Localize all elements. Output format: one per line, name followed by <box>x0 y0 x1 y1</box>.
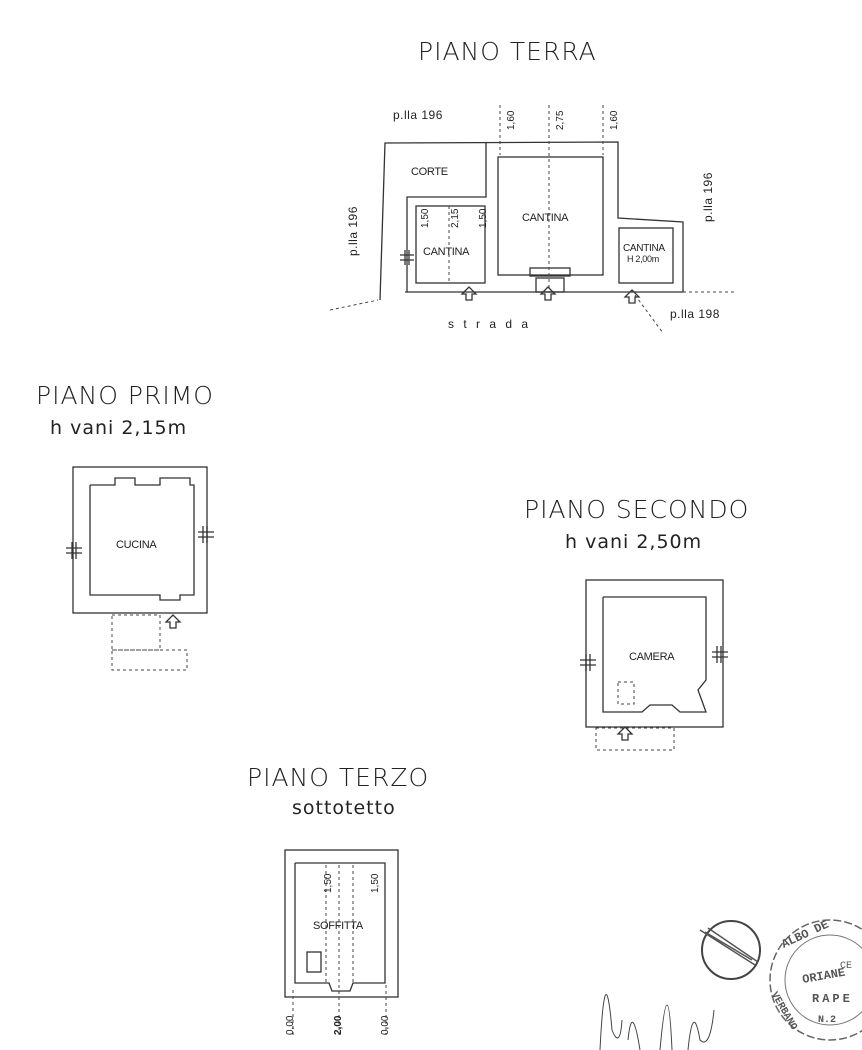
first-floor-title: PIANO PRIMO <box>36 381 214 410</box>
dimension-label: 2,15 <box>450 208 461 228</box>
third-floor-subtitle: sottotetto <box>292 797 396 819</box>
dimension-label: 1,60 <box>609 110 620 130</box>
entrance-arrow-icon <box>460 286 478 301</box>
parcel-label-right: p.lla 196 <box>701 172 715 222</box>
entrance-arrow-icon <box>623 289 641 304</box>
dimension-label: 1,50 <box>420 208 431 228</box>
first-floor-height: h vani 2,15m <box>50 417 187 439</box>
parcel-label-left: p.lla 196 <box>346 206 360 256</box>
window-icon <box>66 542 82 559</box>
svg-text:ALBO DE: ALBO DE <box>779 918 831 952</box>
ground-floor-title: PIANO TERRA <box>418 37 597 66</box>
svg-text:CE: CE <box>840 961 852 972</box>
dimension-label: 2,00 <box>333 1015 344 1035</box>
dimension-label: 0,00 <box>380 1015 391 1035</box>
window-icon <box>580 654 596 671</box>
room-label-cantina-main: CANTINA <box>522 212 569 224</box>
official-stamp: ALBO DE VERBANO CE ORIANE RAPE N.2 <box>768 918 862 1041</box>
room-label-cucina: CUCINA <box>116 539 157 551</box>
svg-text:ORIANE: ORIANE <box>801 966 846 987</box>
room-label-cantina-small: CANTINA <box>423 246 470 258</box>
ground-floor-plan <box>329 105 735 334</box>
room-height-label: H 2,00m <box>627 254 659 264</box>
signature <box>599 994 715 1050</box>
first-floor-plan <box>66 466 214 671</box>
dimension-label: 0,00 <box>285 1015 296 1035</box>
window-icon <box>198 526 214 543</box>
svg-text:VERBANO: VERBANO <box>768 990 799 1032</box>
room-label-corte: CORTE <box>411 166 448 178</box>
dimension-label: 1,50 <box>323 873 334 893</box>
third-floor-plan <box>284 849 399 1035</box>
window-icon <box>712 646 728 663</box>
dimension-label: 1,60 <box>506 110 517 130</box>
svg-text:RAPE: RAPE <box>812 992 853 1006</box>
svg-text:N.2: N.2 <box>818 1015 836 1026</box>
entrance-arrow-icon <box>164 614 182 629</box>
room-label-cantina-right: CANTINA <box>623 243 665 254</box>
window-icon <box>400 250 414 265</box>
dimension-label: 1,50 <box>370 873 381 893</box>
entrance-arrow-icon <box>539 286 557 301</box>
room-label-camera: CAMERA <box>629 651 675 663</box>
entrance-arrow-icon <box>616 726 634 741</box>
dimension-label: 2,75 <box>555 110 566 130</box>
dimension-label: 1,50 <box>478 208 489 228</box>
parcel-label-top: p.lla 196 <box>393 108 443 122</box>
third-floor-title: PIANO TERZO <box>247 763 429 792</box>
second-floor-height: h vani 2,50m <box>565 531 702 553</box>
room-label-soffitta: SOFFITTA <box>313 920 364 932</box>
parcel-label-bottom: p.lla 198 <box>670 307 720 321</box>
second-floor-title: PIANO SECONDO <box>524 495 749 524</box>
road-label: s t r a d a <box>448 317 531 331</box>
professional-logo <box>699 920 761 980</box>
second-floor-plan <box>580 579 728 751</box>
